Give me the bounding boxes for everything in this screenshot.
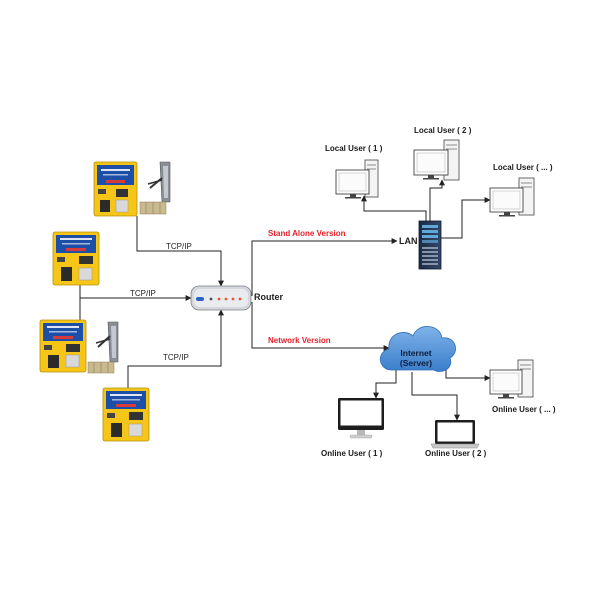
lan-label: LAN bbox=[399, 236, 418, 246]
desktop-pc-icon bbox=[335, 159, 379, 199]
link-router-internet bbox=[251, 302, 390, 351]
link-router-lan bbox=[251, 238, 398, 296]
local-user-1-label: Local User ( 1 ) bbox=[325, 144, 383, 153]
desktop-pc-icon bbox=[489, 177, 535, 217]
link-internet-online1 bbox=[373, 368, 397, 399]
kiosk-icon bbox=[39, 319, 87, 373]
online-user-1-label: Online User ( 1 ) bbox=[321, 449, 383, 458]
link-label-kiosk4: TCP/IP bbox=[163, 353, 189, 362]
cloud-icon bbox=[379, 326, 456, 372]
desktop-pc-icon bbox=[489, 359, 534, 399]
turnstile-icon bbox=[139, 161, 171, 215]
online-user-2-label: Online User ( 2 ) bbox=[425, 449, 487, 458]
online-user-3-label: Online User ( ... ) bbox=[492, 405, 556, 414]
link-kiosk1-router bbox=[136, 216, 224, 287]
local-user-2-label: Local User ( 2 ) bbox=[414, 126, 472, 135]
internet-label-line1: Internet bbox=[400, 348, 432, 358]
link-label-kiosk1: TCP/IP bbox=[166, 242, 192, 251]
server-rack-icon bbox=[418, 220, 442, 270]
desktop-pc-icon bbox=[413, 139, 460, 181]
internet-label-line2: (Server) bbox=[399, 358, 433, 368]
router-icon bbox=[190, 285, 252, 311]
laptop-icon bbox=[430, 420, 480, 449]
link-lan-user1 bbox=[361, 195, 427, 221]
link-internet-online2 bbox=[411, 372, 460, 421]
link-kiosk4-router bbox=[127, 309, 224, 388]
link-lan-user2 bbox=[429, 179, 445, 221]
kiosk-icon bbox=[93, 161, 138, 217]
local-user-3-label: Local User ( ... ) bbox=[493, 163, 553, 172]
connectors bbox=[79, 179, 491, 421]
kiosk-icon bbox=[52, 231, 100, 286]
kiosk-icon bbox=[102, 387, 150, 442]
link-label-standalone: Stand Alone Version bbox=[268, 229, 346, 238]
link-lan-user3 bbox=[441, 197, 491, 239]
turnstile-icon bbox=[87, 321, 119, 374]
link-label-network: Network Version bbox=[268, 336, 331, 345]
monitor-icon bbox=[338, 398, 384, 439]
link-label-kiosk2: TCP/IP bbox=[130, 289, 156, 298]
router-label: Router bbox=[254, 292, 283, 302]
